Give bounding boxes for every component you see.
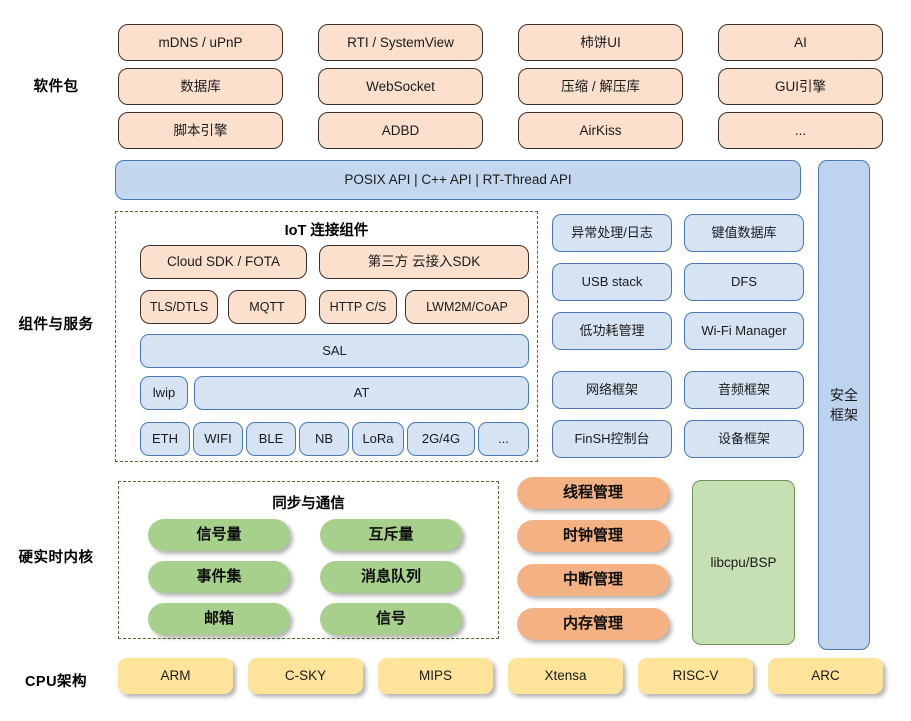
package-box[interactable]: ADBD xyxy=(318,112,483,149)
libcpu-bsp-box[interactable]: libcpu/BSP xyxy=(692,480,795,645)
link-box[interactable]: LoRa xyxy=(352,422,404,456)
package-box[interactable]: 柿饼UI xyxy=(518,24,683,61)
iot-protocol-box[interactable]: MQTT xyxy=(228,290,306,324)
package-box[interactable]: AI xyxy=(718,24,883,61)
package-box[interactable]: 脚本引擎 xyxy=(118,112,283,149)
kernel-group-title: 同步与通信 xyxy=(272,496,345,512)
section-label-cpu-architecture: CPU架构 xyxy=(24,674,88,690)
package-box[interactable]: AirKiss xyxy=(518,112,683,149)
component-box[interactable]: 异常处理/日志 xyxy=(552,214,672,252)
kernel-manager-box[interactable]: 内存管理 xyxy=(517,608,669,640)
component-box[interactable]: Wi-Fi Manager xyxy=(684,312,804,350)
cpu-arch-box[interactable]: RISC-V xyxy=(638,658,753,694)
iot-box[interactable]: Cloud SDK / FOTA xyxy=(140,245,307,279)
package-box[interactable]: mDNS / uPnP xyxy=(118,24,283,61)
kernel-sync-box[interactable]: 信号量 xyxy=(148,519,290,551)
component-box[interactable]: 低功耗管理 xyxy=(552,312,672,350)
kernel-sync-box[interactable]: 事件集 xyxy=(148,561,290,593)
cpu-arch-box[interactable]: C-SKY xyxy=(248,658,363,694)
kernel-sync-box[interactable]: 邮箱 xyxy=(148,603,290,635)
component-box[interactable]: 网络框架 xyxy=(552,371,672,409)
component-box[interactable]: 设备框架 xyxy=(684,420,804,458)
component-box[interactable]: 键值数据库 xyxy=(684,214,804,252)
at-box[interactable]: AT xyxy=(194,376,529,410)
kernel-sync-box[interactable]: 消息队列 xyxy=(320,561,462,593)
cpu-arch-box[interactable]: MIPS xyxy=(378,658,493,694)
api-bar[interactable]: POSIX API | C++ API | RT-Thread API xyxy=(115,160,801,200)
section-label-hard-realtime-kernel: 硬实时内核 xyxy=(18,550,94,566)
iot-group-title: IoT 连接组件 xyxy=(284,223,369,239)
component-box[interactable]: USB stack xyxy=(552,263,672,301)
package-box[interactable]: 压缩 / 解压库 xyxy=(518,68,683,105)
kernel-sync-box[interactable]: 互斥量 xyxy=(320,519,462,551)
iot-box[interactable]: 第三方 云接入SDK xyxy=(319,245,529,279)
link-box[interactable]: ... xyxy=(478,422,529,456)
link-box[interactable]: ETH xyxy=(140,422,190,456)
link-box[interactable]: 2G/4G xyxy=(407,422,475,456)
package-box[interactable]: 数据库 xyxy=(118,68,283,105)
component-box[interactable]: DFS xyxy=(684,263,804,301)
section-label-software-packages: 软件包 xyxy=(33,79,79,95)
package-box[interactable]: GUI引擎 xyxy=(718,68,883,105)
security-framework-label-line2: 框架 xyxy=(830,407,858,423)
kernel-manager-box[interactable]: 中断管理 xyxy=(517,564,669,596)
cpu-arch-box[interactable]: ARC xyxy=(768,658,883,694)
package-box[interactable]: ... xyxy=(718,112,883,149)
cpu-arch-box[interactable]: Xtensa xyxy=(508,658,623,694)
kernel-manager-box[interactable]: 线程管理 xyxy=(517,477,669,509)
kernel-manager-box[interactable]: 时钟管理 xyxy=(517,520,669,552)
lwip-box[interactable]: lwip xyxy=(140,376,188,410)
package-box[interactable]: RTI / SystemView xyxy=(318,24,483,61)
link-box[interactable]: WIFI xyxy=(193,422,243,456)
package-box[interactable]: WebSocket xyxy=(318,68,483,105)
security-framework-bar[interactable]: 安全 框架 xyxy=(818,160,870,650)
iot-group-frame xyxy=(115,211,538,462)
kernel-group-frame xyxy=(118,481,499,639)
component-box[interactable]: FinSH控制台 xyxy=(552,420,672,458)
iot-protocol-box[interactable]: HTTP C/S xyxy=(319,290,397,324)
section-label-components-services: 组件与服务 xyxy=(18,317,94,333)
sal-box[interactable]: SAL xyxy=(140,334,529,368)
cpu-arch-box[interactable]: ARM xyxy=(118,658,233,694)
link-box[interactable]: BLE xyxy=(246,422,296,456)
iot-protocol-box[interactable]: LWM2M/CoAP xyxy=(405,290,529,324)
kernel-sync-box[interactable]: 信号 xyxy=(320,603,462,635)
iot-protocol-box[interactable]: TLS/DTLS xyxy=(140,290,218,324)
component-box[interactable]: 音频框架 xyxy=(684,371,804,409)
security-framework-label-line1: 安全 xyxy=(830,386,858,403)
link-box[interactable]: NB xyxy=(299,422,349,456)
